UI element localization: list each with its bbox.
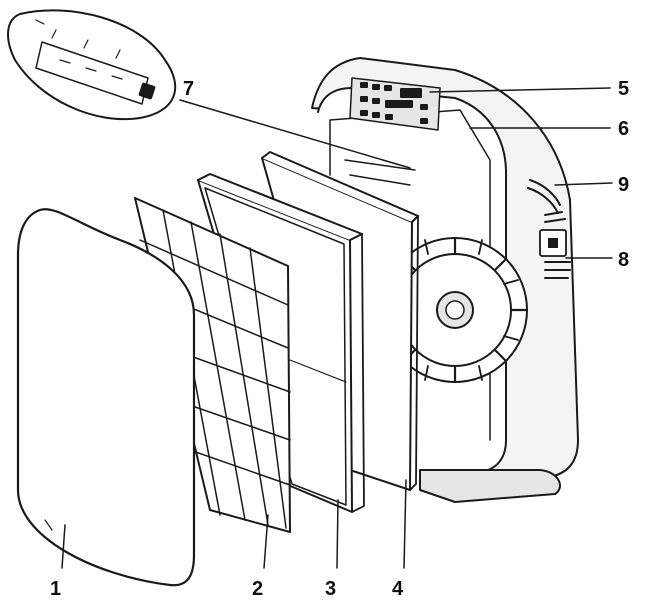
callout-1: 1: [50, 578, 61, 600]
callout-7: 7: [183, 78, 194, 100]
callout-3: 3: [325, 578, 336, 600]
callout-4: 4: [392, 578, 404, 600]
callout-9: 9: [618, 174, 629, 196]
control-panel: [349, 77, 441, 131]
front-cover: [16, 208, 196, 587]
callout-5: 5: [618, 78, 629, 100]
callout-2: 2: [252, 578, 263, 600]
callout-6: 6: [618, 118, 629, 140]
side-vents: [527, 179, 571, 279]
callout-labels: 1 2 3 4 5 6 7 8 9: [50, 78, 629, 600]
callout-8: 8: [618, 249, 629, 271]
leader-lines: [61, 87, 613, 569]
inset-detail-bubble: [7, 9, 177, 121]
